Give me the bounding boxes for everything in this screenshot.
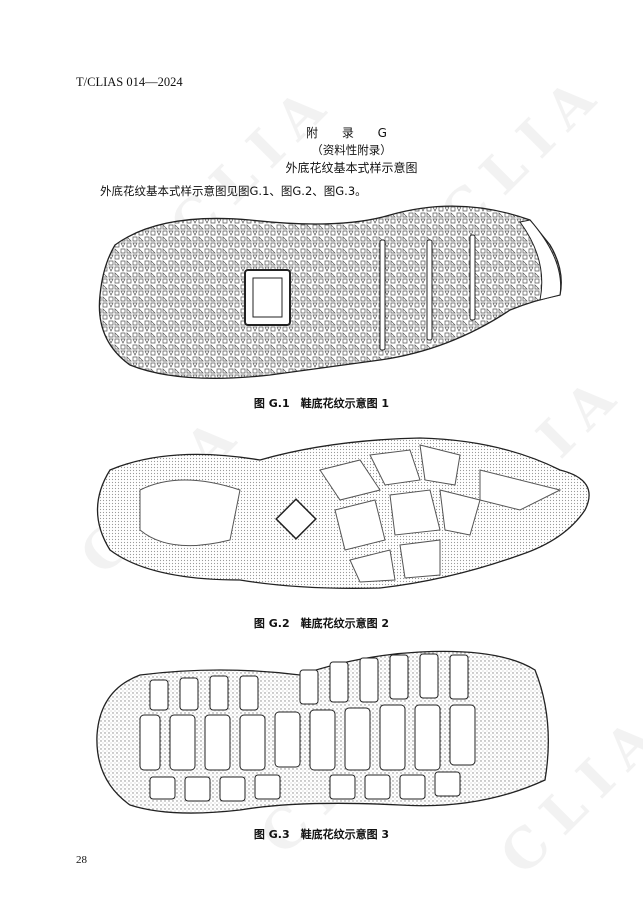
figure-caption-3: 图 G.3 鞋底花纹示意图 3 [253, 828, 390, 841]
appendix-type: （资料性附录） [311, 143, 392, 157]
sole-figure-1 [98, 205, 562, 379]
figure-caption-1: 图 G.1 鞋底花纹示意图 1 [253, 397, 390, 410]
figure-caption-2: 图 G.2 鞋底花纹示意图 2 [253, 617, 390, 630]
page-number: 28 [76, 854, 87, 866]
sole-figure-3 [96, 650, 549, 814]
appendix-subtitle: 外底花纹基本式样示意图 [285, 161, 418, 175]
appendix-title: 附 录 G [306, 126, 397, 140]
sole-figure-2 [96, 437, 590, 589]
standard-number: T/CLIAS 014—2024 [76, 75, 183, 89]
body-paragraph: 外底花纹基本式样示意图见图G.1、图G.2、图G.3。 [100, 184, 367, 198]
